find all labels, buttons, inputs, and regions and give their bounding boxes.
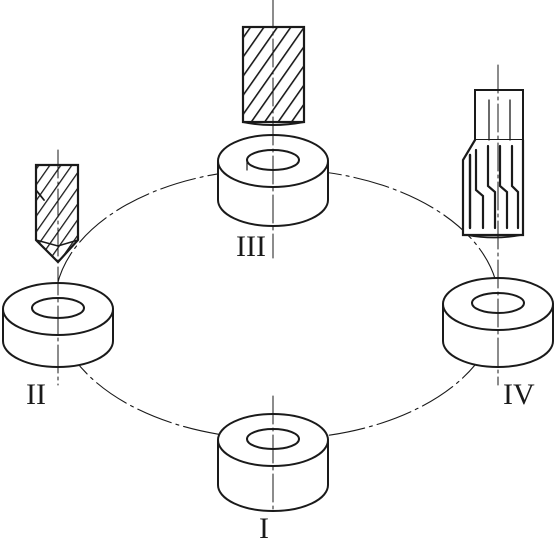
drill-icon: [34, 163, 80, 264]
reamer-icon: [461, 89, 525, 239]
station-label-ii: II: [26, 378, 46, 411]
station-label-iv: IV: [503, 378, 535, 411]
station-label-i: I: [259, 512, 269, 543]
station-label-iii: III: [236, 230, 266, 263]
